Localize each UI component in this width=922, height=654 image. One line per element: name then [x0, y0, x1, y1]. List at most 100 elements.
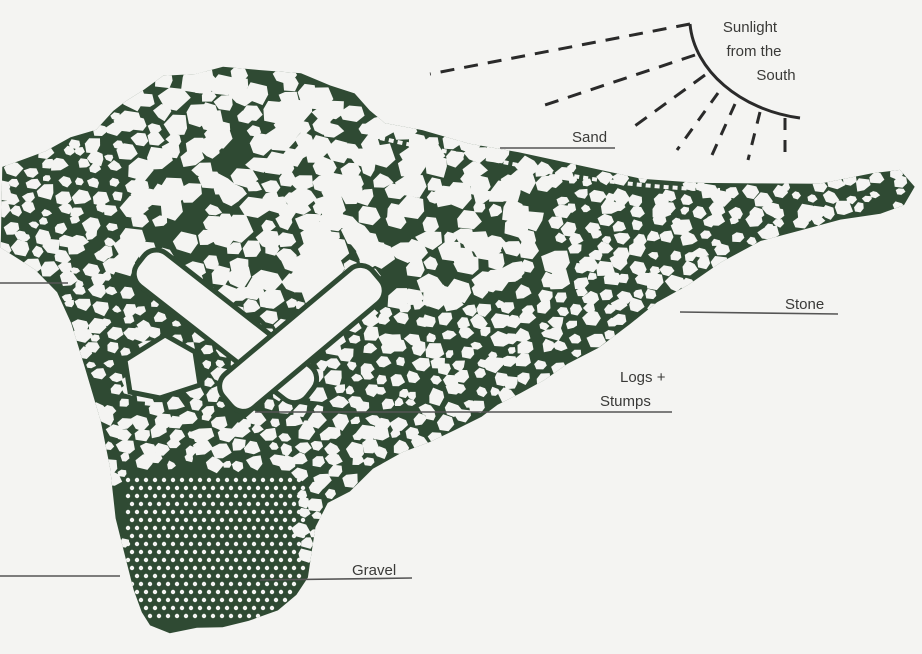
- gravel-dot: [261, 558, 265, 562]
- gravel-dot: [274, 502, 278, 506]
- gravel-dot: [180, 510, 184, 514]
- gravel-dot: [202, 566, 206, 570]
- gravel-dot: [229, 518, 233, 522]
- gravel-dot: [247, 582, 251, 586]
- gravel-dot: [198, 558, 202, 562]
- gravel-dot: [261, 494, 265, 498]
- gravel-dot: [193, 502, 197, 506]
- gravel-dot: [157, 566, 161, 570]
- gravel-dot: [234, 494, 238, 498]
- gravel-dot: [202, 550, 206, 554]
- gravel-dot: [288, 590, 292, 594]
- gravel-dot: [171, 526, 175, 530]
- gravel-dot: [292, 502, 296, 506]
- gravel-dot: [175, 518, 179, 522]
- gravel-dot: [126, 558, 130, 562]
- gravel-dot: [211, 486, 215, 490]
- gravel-dot: [279, 574, 283, 578]
- gravel-dot: [279, 510, 283, 514]
- gravel-dot: [175, 566, 179, 570]
- gravel-dot: [184, 486, 188, 490]
- gravel-dot: [162, 542, 166, 546]
- gravel-dot: [261, 590, 265, 594]
- gravel-dot: [256, 566, 260, 570]
- gravel-dot: [153, 574, 157, 578]
- gravel-dot: [256, 582, 260, 586]
- gravel-dot: [135, 558, 139, 562]
- gravel-dot: [216, 478, 220, 482]
- gravel-dot: [211, 518, 215, 522]
- gravel-dot: [216, 558, 220, 562]
- gravel-dot: [193, 614, 197, 618]
- gravel-dot: [243, 606, 247, 610]
- gravel-dot: [157, 502, 161, 506]
- gravel-dot: [247, 534, 251, 538]
- gravel-dot: [180, 574, 184, 578]
- gravel-dot: [144, 606, 148, 610]
- gravel-dot: [234, 574, 238, 578]
- gravel-dot: [171, 494, 175, 498]
- stone: [711, 256, 729, 272]
- gravel-dot: [243, 558, 247, 562]
- gravel-dot: [171, 574, 175, 578]
- gravel-dot: [288, 574, 292, 578]
- gravel-dot: [130, 582, 134, 586]
- gravel-dot: [252, 606, 256, 610]
- gravel-dot: [301, 502, 305, 506]
- gravel-dot: [153, 590, 157, 594]
- gravel-dot: [189, 478, 193, 482]
- gravel-dot: [184, 614, 188, 618]
- gravel-dot: [162, 590, 166, 594]
- gravel-dot: [198, 478, 202, 482]
- gravel-dot: [189, 494, 193, 498]
- gravel-dot: [292, 566, 296, 570]
- gravel-dot: [256, 614, 260, 618]
- gravel-dot: [148, 518, 152, 522]
- gravel-dot: [270, 574, 274, 578]
- gravel-dot: [297, 574, 301, 578]
- gravel-dot: [207, 478, 211, 482]
- gravel-dot: [207, 606, 211, 610]
- gravel-dot: [274, 534, 278, 538]
- sun-ray: [677, 93, 718, 150]
- gravel-dot: [144, 574, 148, 578]
- gravel-dot: [256, 502, 260, 506]
- gravel-dot: [166, 534, 170, 538]
- gravel-dot: [135, 510, 139, 514]
- gravel-dot: [279, 526, 283, 530]
- gravel-dot: [247, 486, 251, 490]
- stone: [307, 498, 323, 511]
- gravel-dot: [243, 574, 247, 578]
- gravel-dot: [211, 550, 215, 554]
- gravel-dot: [171, 590, 175, 594]
- gravel-dot: [126, 526, 130, 530]
- stone-label: Stone: [785, 296, 824, 313]
- stone: [120, 399, 129, 407]
- gravel-dot: [238, 614, 242, 618]
- gravel-dot: [189, 606, 193, 610]
- gravel-dot: [283, 502, 287, 506]
- gravel-dot: [130, 486, 134, 490]
- gravel-dot: [193, 486, 197, 490]
- gravel-dot: [175, 502, 179, 506]
- gravel-dot: [180, 542, 184, 546]
- gravel-dot: [265, 518, 269, 522]
- gravel-dot: [193, 534, 197, 538]
- gravel-dot: [220, 582, 224, 586]
- gravel-dot: [148, 486, 152, 490]
- gravel-dot: [198, 510, 202, 514]
- gravel-dot: [171, 478, 175, 482]
- gravel-dot: [207, 494, 211, 498]
- gravel-dot: [171, 606, 175, 610]
- gravel-dot: [292, 486, 296, 490]
- gravel-dot: [229, 502, 233, 506]
- gravel-dot: [184, 534, 188, 538]
- gravel-dot: [229, 566, 233, 570]
- gravel-dot: [153, 606, 157, 610]
- gravel-dot: [297, 558, 301, 562]
- gravel-dot: [234, 526, 238, 530]
- gravel-dot: [252, 542, 256, 546]
- gravel-dot: [274, 566, 278, 570]
- gravel-dot: [162, 510, 166, 514]
- gravel-dot: [184, 566, 188, 570]
